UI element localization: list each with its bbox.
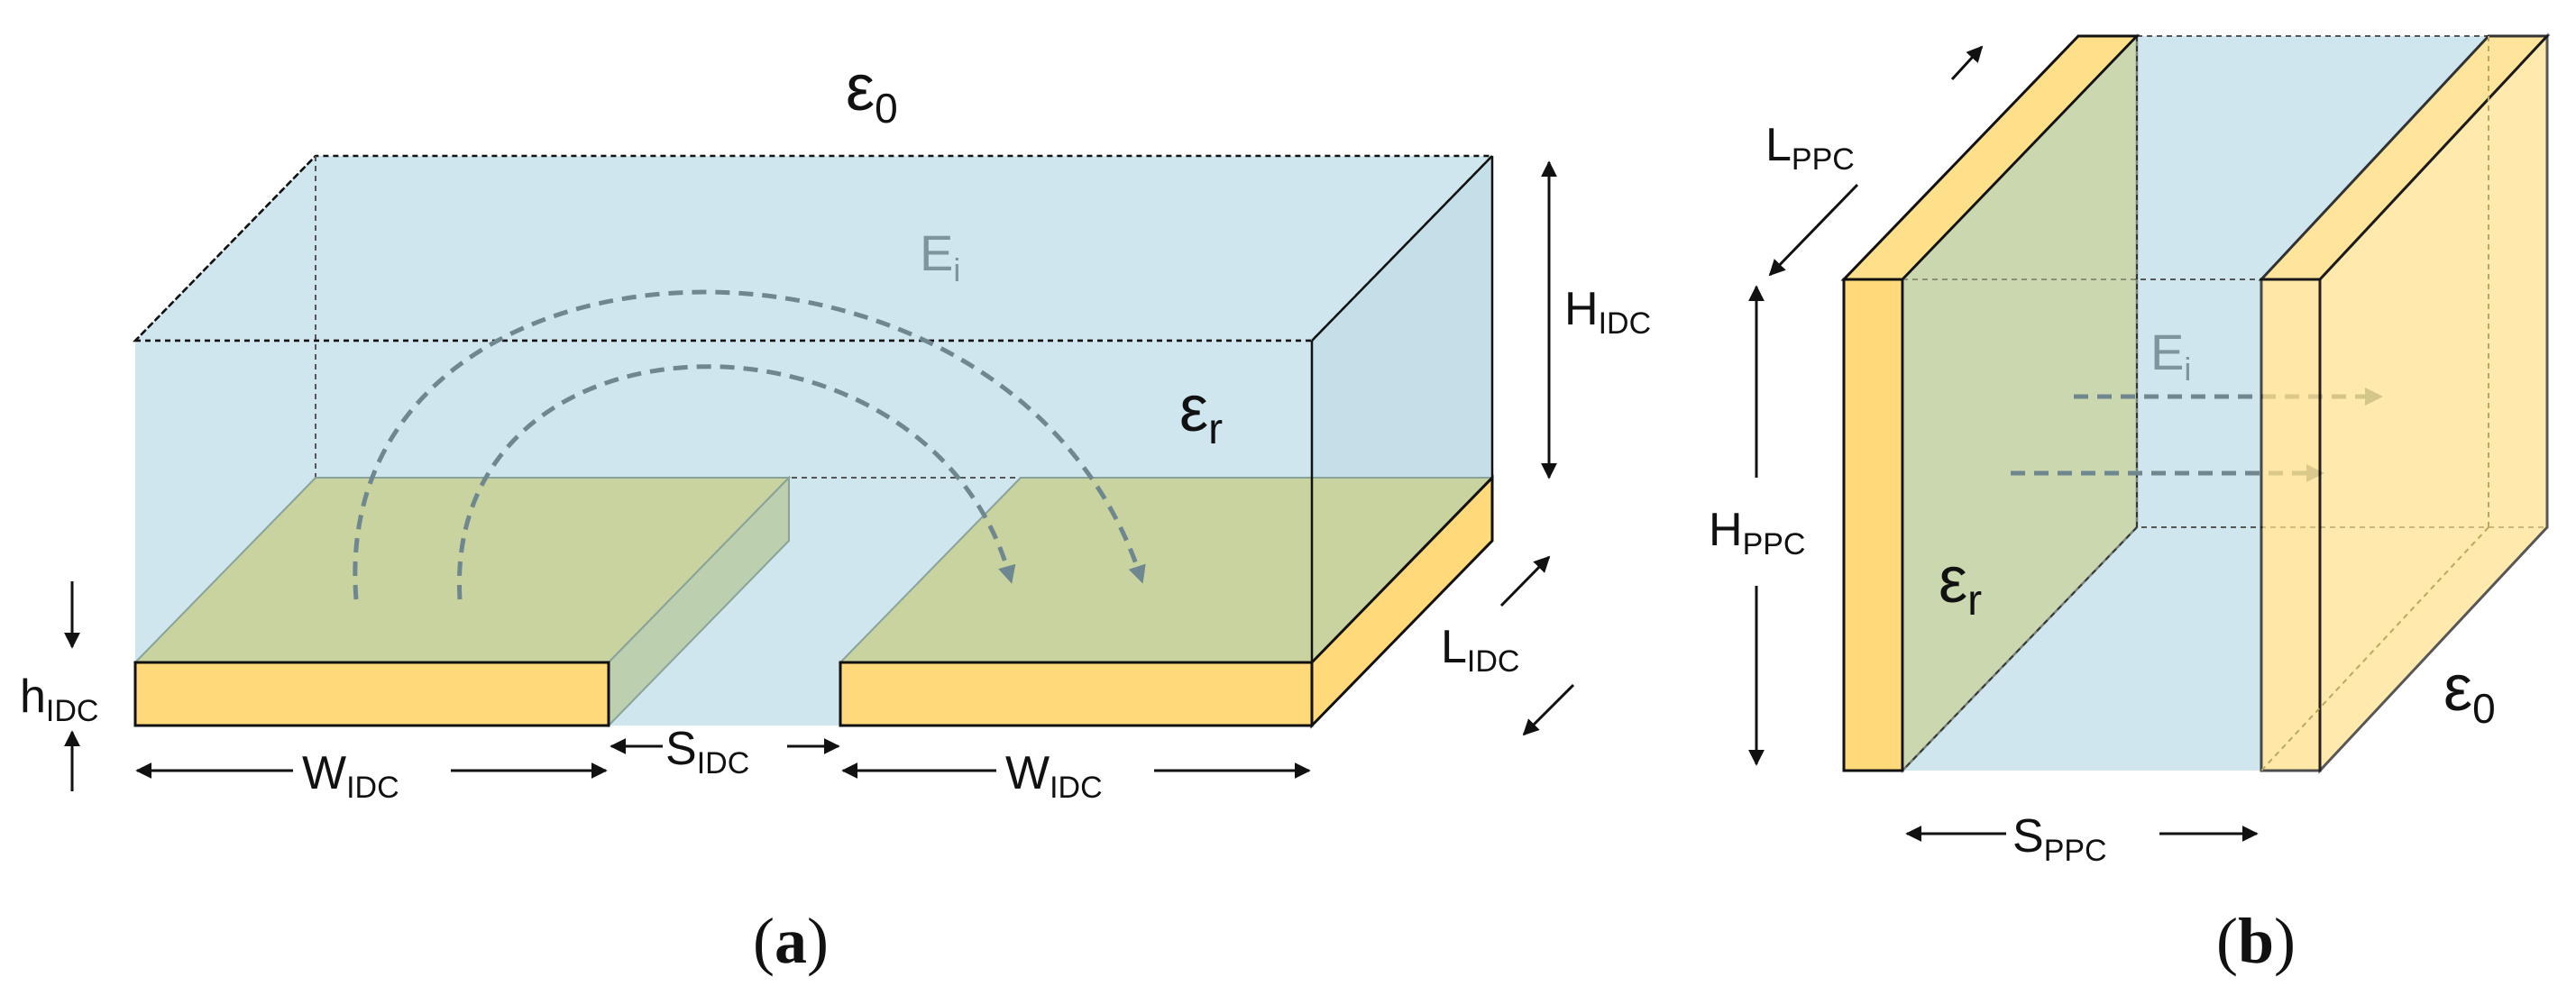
length-idc-arrow-bottom bbox=[1522, 683, 1575, 736]
dielectric-front-edge bbox=[1311, 155, 1493, 342]
eps0-label-a: ε0 bbox=[846, 52, 898, 132]
length-idc-label: LIDC bbox=[1441, 621, 1519, 679]
caption-b: (b) bbox=[2216, 905, 2296, 977]
length-idc-arrow-top bbox=[1499, 555, 1551, 607]
field-line-inner bbox=[457, 364, 1016, 600]
eps-r-label-a: εr bbox=[1179, 373, 1223, 453]
left-plate-face bbox=[1901, 32, 2139, 774]
ppc-hidden-edge bbox=[1902, 526, 2138, 771]
width-idc-right-label: WIDC bbox=[1005, 747, 1103, 805]
figure-a-idc: ε0 εr Ei HIDC LIDC hIDC WIDC SIDC WIDC (… bbox=[20, 52, 1651, 977]
caption-a: (a) bbox=[753, 905, 829, 977]
length-ppc-arrow-bottom bbox=[1768, 183, 1859, 277]
right-plate-front bbox=[2260, 278, 2322, 772]
right-electrode-front bbox=[839, 661, 1314, 727]
length-ppc-arrow-top bbox=[1950, 45, 1984, 81]
width-idc-left-label: WIDC bbox=[302, 747, 399, 805]
field-label-b: Ei bbox=[2150, 324, 2191, 388]
height-ppc-label: HPPC bbox=[1709, 504, 1805, 561]
spacing-ppc-label: SPPC bbox=[2012, 810, 2107, 868]
height-idc-label: HIDC bbox=[1564, 283, 1651, 341]
length-ppc-label: LPPC bbox=[1765, 119, 1855, 177]
left-plate-front bbox=[1842, 278, 1904, 772]
spacing-idc-label: SIDC bbox=[665, 723, 749, 780]
dielectric-top-edge bbox=[134, 155, 316, 342]
field-label-a: Ei bbox=[920, 224, 960, 288]
figure-b-ppc: LPPC HPPC εr Ei ε0 SPPC (b) bbox=[1709, 32, 2551, 977]
eps0-label-b: ε0 bbox=[2443, 653, 2496, 732]
thickness-idc-label: hIDC bbox=[20, 671, 98, 728]
eps-r-label-b: εr bbox=[1939, 544, 1982, 625]
left-electrode-front bbox=[133, 661, 610, 727]
dielectric-top-face bbox=[133, 154, 1495, 342]
